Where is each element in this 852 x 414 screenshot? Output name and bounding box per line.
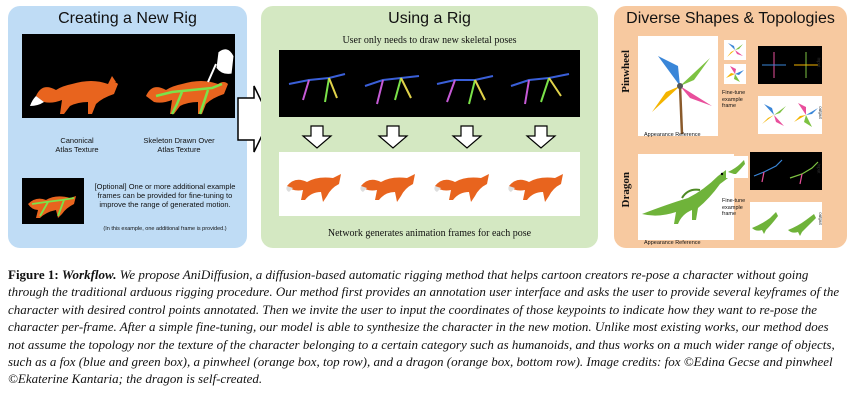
network-generates-text: Network generates animation frames for e… xyxy=(327,228,532,239)
generated-fox-2 xyxy=(361,174,415,202)
dragon-example-1 xyxy=(726,156,748,178)
down-arrow-3-icon xyxy=(451,125,483,149)
using-rig-panel: Using a Rig User only needs to draw new … xyxy=(261,6,598,248)
draw-poses-text: User only needs to draw new skeletal pos… xyxy=(342,35,517,46)
down-arrow-1-icon xyxy=(301,125,333,149)
diverse-shapes-panel: Diverse Shapes & Topologies Pinwheel Dra… xyxy=(614,6,847,248)
fox-atlas-image xyxy=(22,34,235,118)
skeleton-atlas-label: Skeleton Drawn Over Atlas Texture xyxy=(143,136,215,154)
optional-frames-note: (In this example, one additional frame i… xyxy=(103,226,227,232)
dragon-svg xyxy=(642,170,728,224)
creating-rig-title: Creating a New Rig xyxy=(58,10,197,27)
generated-frames-strip xyxy=(279,152,580,216)
figure-caption: Figure 1: Workflow. We propose AniDiffus… xyxy=(8,266,846,388)
using-rig-title: Using a Rig xyxy=(388,10,471,27)
drawing-hand-icon xyxy=(207,48,235,83)
pinwheel-row-label: Pinwheel xyxy=(620,50,632,93)
skeletal-poses-svg xyxy=(288,73,570,105)
pinwheel-appearance-ref: Appearance Reference xyxy=(644,132,701,138)
down-arrows xyxy=(301,125,557,149)
example-frame-svg xyxy=(28,196,76,218)
pinwheel-output-frames xyxy=(758,96,822,134)
pose-2 xyxy=(364,75,420,105)
pinwheel-svg xyxy=(652,56,712,135)
dragon-input-label: input xyxy=(816,163,822,174)
down-arrow-4-icon xyxy=(525,125,557,149)
generated-fox-4 xyxy=(509,174,563,202)
pinwheel-output-label: output xyxy=(817,106,823,119)
pose-4 xyxy=(510,73,570,105)
diverse-shapes-title: Diverse Shapes & Topologies xyxy=(626,10,835,27)
pinwheel-finetune-note: Fine-tune example frame xyxy=(722,90,746,109)
dragon-reference-image xyxy=(638,154,734,240)
pose-3 xyxy=(436,75,494,105)
dragon-row-label: Dragon xyxy=(620,172,632,208)
pinwheel-example-2 xyxy=(724,64,746,84)
pinwheel-example-1 xyxy=(724,40,746,60)
pinwheel-input-skeletons xyxy=(758,46,822,84)
dragon-output-frames xyxy=(750,202,822,240)
dragon-appearance-ref: Appearance Reference xyxy=(644,240,701,246)
pose-1 xyxy=(288,73,346,103)
generated-fox-1 xyxy=(287,174,341,202)
creating-rig-panel: Creating a New Rig Canonical Atlas Tex xyxy=(8,6,247,248)
fox-atlas-svg xyxy=(30,48,235,115)
dragon-finetune-note: Fine-tune example frame xyxy=(722,198,746,217)
skeleton-fox xyxy=(146,81,228,115)
pinwheel-reference-image xyxy=(638,36,718,136)
generated-frames-svg xyxy=(286,174,563,202)
canonical-fox xyxy=(30,76,118,114)
canonical-atlas-label: Canonical Atlas Texture xyxy=(55,136,99,154)
skeletal-poses-strip xyxy=(279,50,580,117)
example-frame-image xyxy=(22,178,84,224)
generated-fox-3 xyxy=(435,174,489,202)
figure-label: Figure 1: xyxy=(8,267,59,282)
dragon-input-skeletons xyxy=(750,152,822,190)
down-arrow-2-icon xyxy=(377,125,409,149)
optional-frames-text: [Optional] One or more additional exampl… xyxy=(94,182,236,209)
dragon-output-label: output xyxy=(817,212,823,225)
caption-body: We propose AniDiffusion, a diffusion-bas… xyxy=(8,267,840,387)
pinwheel-input-label: input xyxy=(816,57,822,68)
caption-lead: Workflow. xyxy=(61,267,117,282)
